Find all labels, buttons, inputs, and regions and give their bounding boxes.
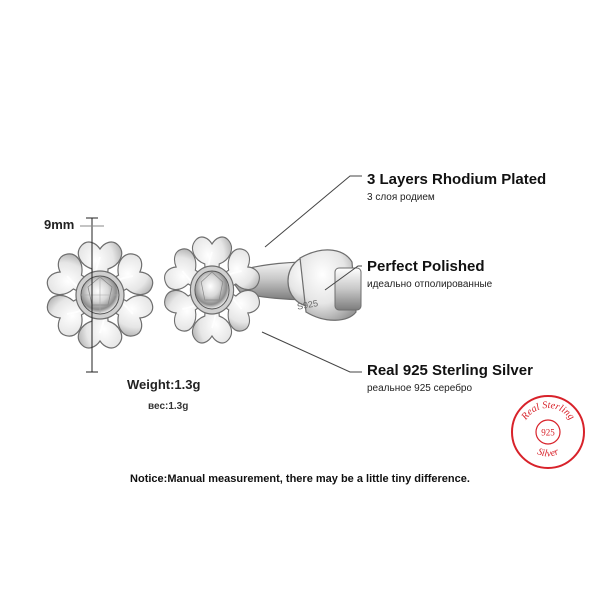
dimension-marker xyxy=(80,217,104,373)
seal-center-text: 925 xyxy=(541,428,555,438)
side-earring: S925 xyxy=(159,236,362,344)
weight-label-ru: вес:1.3g xyxy=(148,401,189,412)
callout-line-2 xyxy=(324,265,362,291)
s925-stamp: S925 xyxy=(296,298,318,312)
feature-title-silver: Real 925 Sterling Silver xyxy=(367,362,533,379)
seal-bottom-text: Silver xyxy=(536,446,561,459)
feature-subtitle-polished: идеально отполированные xyxy=(367,279,493,290)
notice-text: Notice:Manual measurement, there may be … xyxy=(130,473,470,485)
callout-line-3 xyxy=(261,331,362,373)
feature-subtitle-silver: реальное 925 серебро xyxy=(367,383,473,394)
svg-text:Silver: Silver xyxy=(536,446,561,459)
front-earring xyxy=(42,241,158,349)
weight-label: Weight:1.3g xyxy=(127,377,201,392)
sterling-silver-seal: Real Sterling 925 Silver xyxy=(511,395,585,469)
callout-line-1 xyxy=(264,175,362,248)
feature-title-rhodium: 3 Layers Rhodium Plated xyxy=(367,171,547,188)
callout-lines xyxy=(261,175,362,373)
size-label: 9mm xyxy=(44,217,75,232)
feature-subtitle-rhodium: 3 слоя родием xyxy=(367,192,435,203)
earring-post: S925 xyxy=(227,249,362,321)
feature-title-polished: Perfect Polished xyxy=(367,258,485,275)
